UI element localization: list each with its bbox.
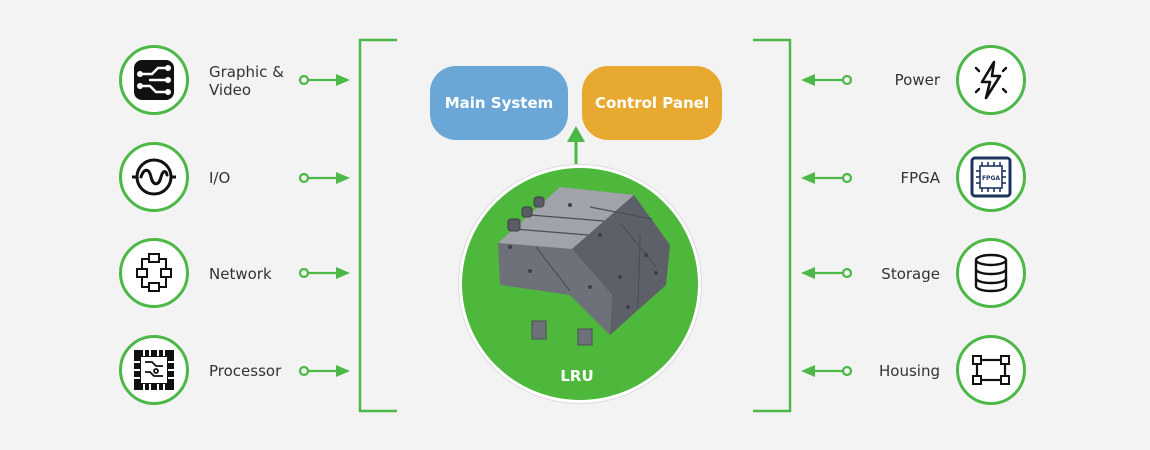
fpga-chip-icon: FPGA	[956, 142, 1026, 212]
right-arrows	[813, 74, 853, 377]
label-fpga: FPGA	[900, 169, 940, 187]
database-icon	[956, 238, 1026, 308]
housing-frame-icon	[956, 335, 1026, 405]
label-io: I/O	[209, 169, 231, 187]
left-bracket	[358, 38, 397, 413]
fpga-chip-text: FPGA	[982, 175, 1000, 182]
processor-chip-icon	[119, 335, 189, 405]
control-panel-box: Control Panel	[582, 66, 722, 140]
label-housing: Housing	[879, 362, 940, 380]
label-storage: Storage	[881, 265, 940, 283]
left-arrows	[298, 74, 338, 377]
network-nodes-icon	[119, 238, 189, 308]
up-arrow	[567, 126, 585, 168]
sine-wave-icon	[119, 142, 189, 212]
label-power: Power	[894, 71, 940, 89]
label-graphic-video: Graphic & Video	[209, 63, 284, 99]
circuit-board-icon	[119, 45, 189, 115]
right-bracket	[753, 38, 792, 413]
label-processor: Processor	[209, 362, 282, 380]
main-system-box: Main System	[430, 66, 568, 140]
lightning-icon	[956, 45, 1026, 115]
lru-device-image	[498, 187, 670, 346]
label-network: Network	[209, 265, 272, 283]
lru-label: LRU	[560, 367, 594, 385]
